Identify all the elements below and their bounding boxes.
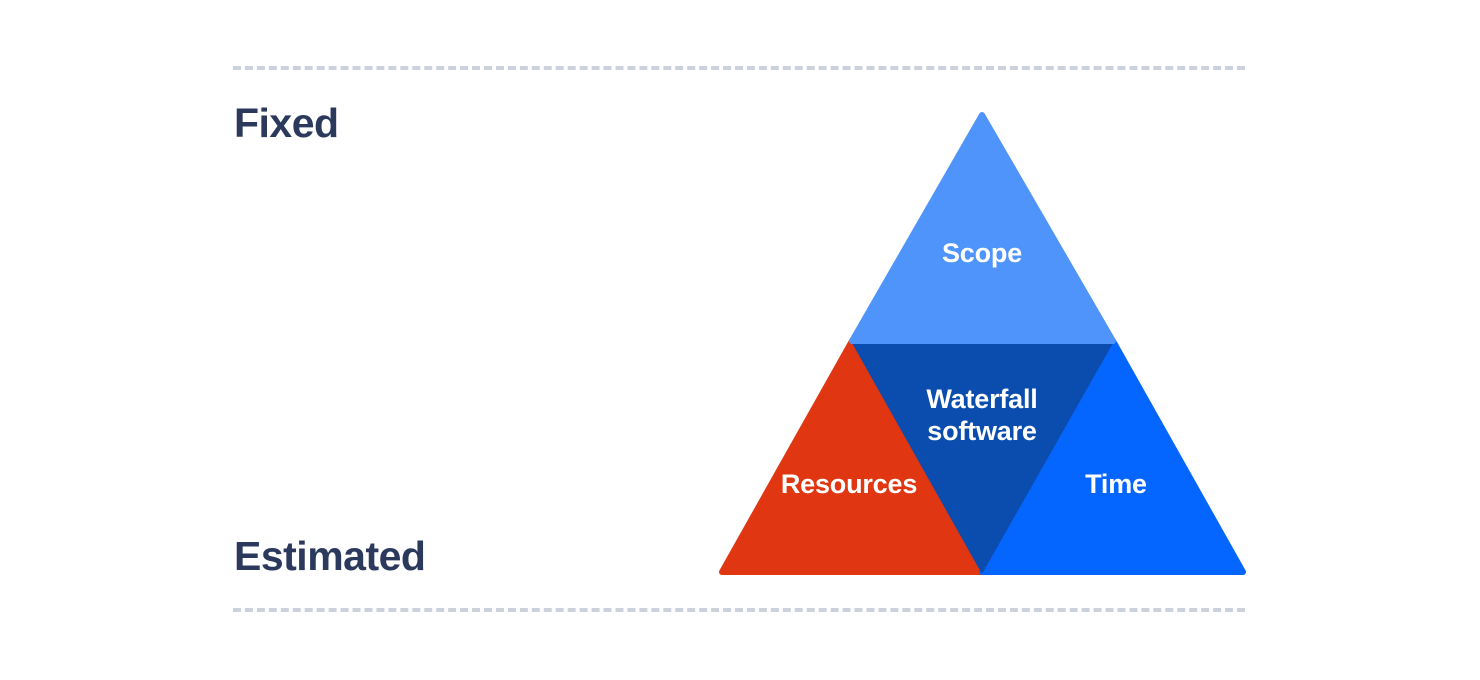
axis-label-fixed: Fixed <box>234 100 339 146</box>
segment-label-center-line2: software <box>927 415 1037 446</box>
segment-label-scope: Scope <box>941 238 1023 268</box>
dashed-line-top <box>233 66 1245 70</box>
axis-label-estimated: Estimated <box>234 533 426 579</box>
dashed-line-bottom <box>233 608 1245 612</box>
segment-label-center: Waterfall software <box>882 384 1082 448</box>
segment-label-resources: Resources <box>780 469 918 499</box>
segment-label-center-line1: Waterfall <box>926 384 1038 414</box>
segment-label-time: Time <box>1085 469 1147 499</box>
segment-shape-scope[interactable] <box>849 112 1116 344</box>
